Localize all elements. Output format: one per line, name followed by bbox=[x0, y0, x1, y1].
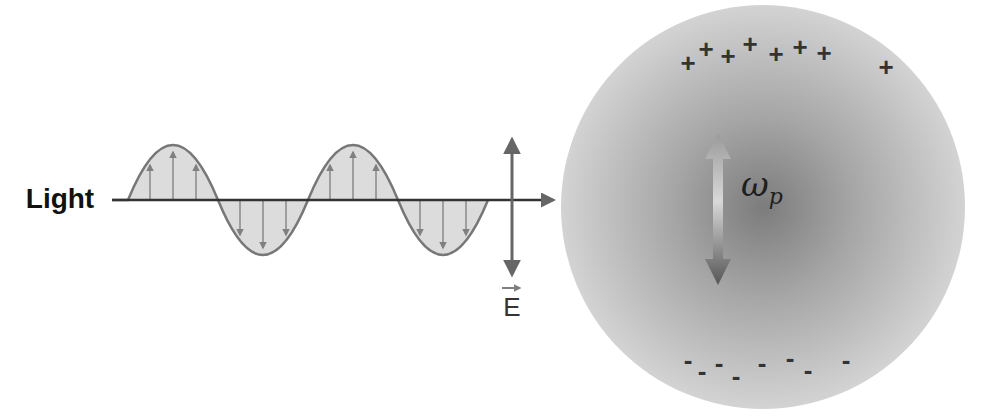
positive-charge: + bbox=[680, 50, 695, 76]
positive-charge: + bbox=[816, 40, 831, 66]
plasma-frequency-symbol: ωp bbox=[741, 167, 783, 208]
positive-charge: + bbox=[698, 36, 713, 62]
plasmon-sphere: ωp bbox=[561, 5, 965, 409]
positive-charge: + bbox=[792, 34, 807, 60]
propagation-axis bbox=[112, 199, 553, 202]
negative-charge: - bbox=[732, 363, 741, 389]
negative-charge: - bbox=[698, 358, 707, 384]
sphere-outline bbox=[561, 5, 965, 409]
negative-charge: - bbox=[786, 345, 795, 371]
field-double-arrow bbox=[511, 140, 514, 274]
negative-charge: - bbox=[804, 357, 813, 383]
oscillation-arrow bbox=[705, 133, 731, 285]
positive-charge: + bbox=[878, 54, 893, 80]
positive-charge: + bbox=[742, 31, 757, 57]
positive-charge: + bbox=[720, 43, 735, 69]
negative-charge: - bbox=[842, 347, 851, 373]
negative-charge: - bbox=[758, 350, 767, 376]
vector-arrow bbox=[502, 287, 520, 289]
light-label: Light bbox=[26, 185, 94, 213]
sphere-body bbox=[561, 5, 965, 409]
field-vector-label: E bbox=[503, 294, 520, 320]
negative-charge: - bbox=[715, 350, 724, 376]
positive-charge: + bbox=[768, 41, 783, 67]
negative-charge: - bbox=[684, 347, 693, 373]
